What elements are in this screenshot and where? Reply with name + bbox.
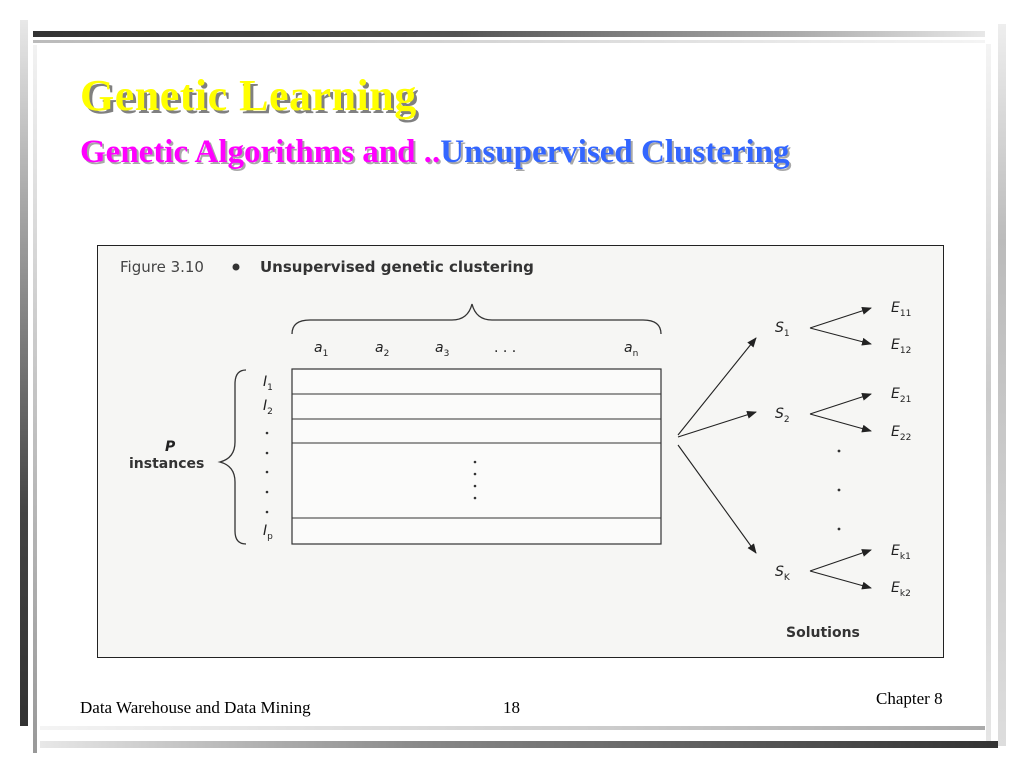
instance-dots: [265, 431, 269, 514]
footer-page-number: 18: [503, 698, 520, 717]
attr-a1: a1: [314, 340, 328, 359]
solution-S1: S1: [775, 320, 790, 339]
attr-a3: a3: [435, 340, 449, 359]
arrow-sk-ek1: [809, 549, 872, 572]
p-label: P: [165, 439, 176, 455]
frame-bar-bottom: [40, 741, 998, 748]
instances-label: instances: [129, 456, 204, 472]
eval-Ek2: Ek2: [891, 580, 911, 599]
footer-chapter: Chapter 8: [876, 689, 943, 708]
solutions-dots: [837, 449, 841, 531]
attr-a2: a2: [375, 340, 389, 359]
instances-brace: [217, 369, 247, 545]
arrow-s1-e11: [809, 307, 872, 329]
instance-Ip: Ip: [263, 523, 273, 542]
frame-bar-right: [998, 24, 1006, 746]
caption-bullet: [232, 263, 240, 271]
instance-I2: I2: [263, 398, 273, 417]
slide-subtitle: Genetic Algorithms and ..Unsupervised Cl…: [80, 134, 790, 171]
frame-bar-bottom-thin: [40, 726, 985, 730]
frame-bar-left-thin: [33, 45, 37, 753]
eval-Ek1: Ek1: [891, 543, 911, 562]
attributes-brace: [291, 303, 662, 335]
figure-number: Figure 3.10: [120, 258, 204, 276]
instance-I1: I1: [263, 374, 273, 393]
frame-bar-top: [33, 31, 985, 37]
eval-E21: E21: [891, 386, 911, 405]
solution-S2: S2: [775, 406, 790, 425]
subtitle-part-1: Genetic Algorithms and ..: [80, 134, 441, 170]
arrow-to-sk: [677, 444, 757, 554]
subtitle-part-2: Unsupervised Clustering: [440, 134, 790, 170]
arrow-to-s1: [677, 337, 757, 436]
eval-E11: E11: [891, 300, 911, 319]
arrow-s2-e21: [809, 393, 872, 415]
arrow-s1-e12: [809, 327, 872, 346]
frame-bar-left: [20, 20, 28, 726]
instance-table: [291, 368, 662, 545]
frame-bar-top-thin: [33, 40, 985, 43]
attr-an: an: [624, 340, 638, 359]
eval-E22: E22: [891, 424, 911, 443]
solution-SK: SK: [775, 564, 791, 583]
arrow-to-s2: [677, 410, 757, 438]
figure-panel: Figure 3.10 Unsupervised genetic cluster…: [97, 245, 944, 658]
slide-title: Genetic Learning: [80, 71, 417, 120]
arrow-sk-ek2: [809, 570, 872, 590]
figure-caption: Unsupervised genetic clustering: [260, 258, 534, 276]
table-vertical-dots: [473, 460, 477, 500]
solutions-label: Solutions: [786, 625, 860, 641]
frame-bar-right-thin: [986, 44, 991, 744]
footer-course: Data Warehouse and Data Mining: [80, 698, 311, 717]
clustering-diagram: Figure 3.10 Unsupervised genetic cluster…: [120, 258, 911, 641]
eval-E12: E12: [891, 337, 911, 356]
attr-ellipsis: . . .: [494, 340, 516, 356]
arrow-s2-e22: [809, 413, 872, 433]
